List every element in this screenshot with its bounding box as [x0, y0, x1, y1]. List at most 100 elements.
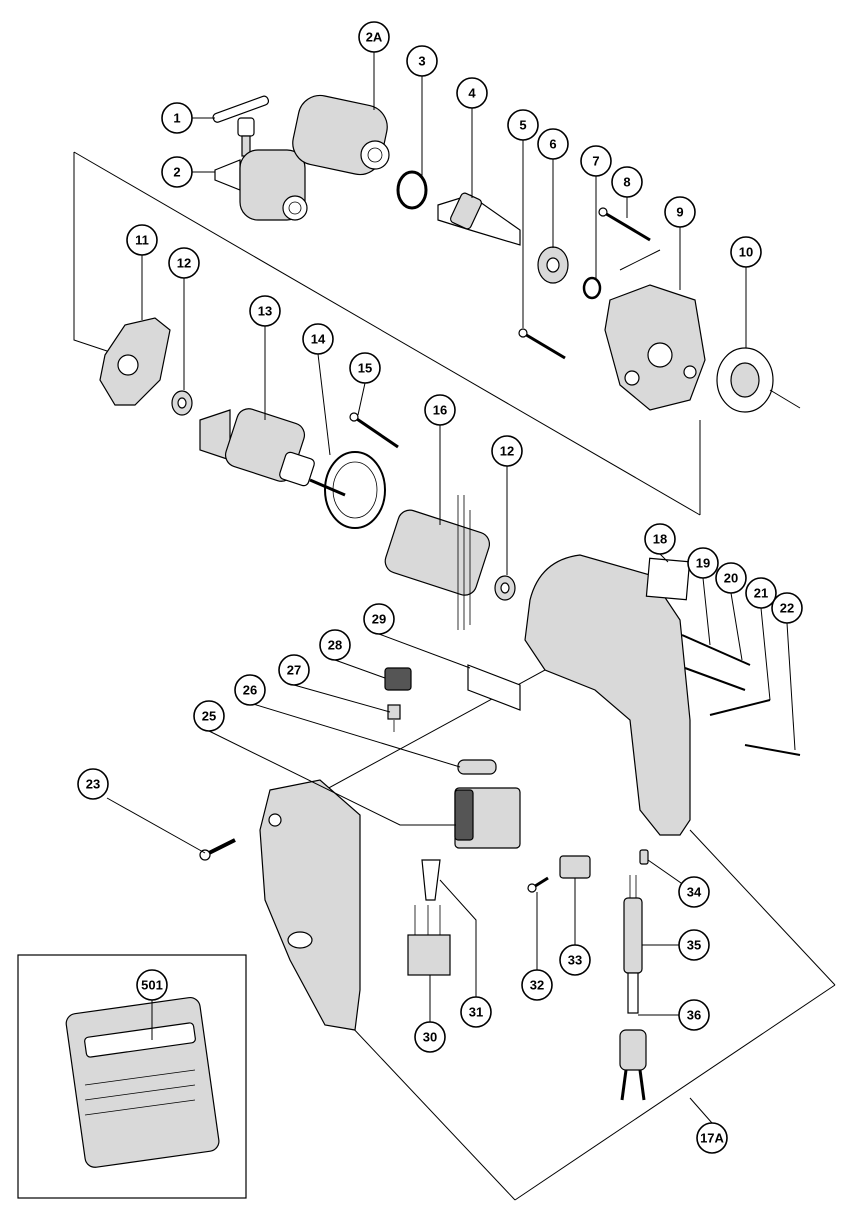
- callout-label: 27: [287, 663, 301, 678]
- callout-label: 36: [687, 1008, 701, 1023]
- bearing-front: [537, 246, 569, 284]
- callout-label: 20: [724, 571, 738, 586]
- tapping-screw-long: [598, 207, 651, 242]
- callout-32: 32: [521, 969, 553, 1001]
- callout-label: 7: [592, 154, 599, 169]
- callout-label: 29: [372, 612, 386, 627]
- tapping-screw-handle: [199, 838, 236, 861]
- callout-28: 28: [319, 629, 351, 661]
- callout-label: 18: [653, 532, 667, 547]
- cord-plug: [619, 972, 647, 1101]
- callout-2a: 2A: [358, 21, 390, 53]
- stator: [384, 495, 491, 630]
- callout-label: 19: [696, 556, 710, 571]
- callout-30: 30: [414, 1021, 446, 1053]
- callout-label: 1: [173, 111, 180, 126]
- callout-17a: 17A: [696, 1122, 728, 1154]
- ball-bearing-rear: [171, 390, 193, 416]
- carbon-brush-holder: [384, 667, 412, 691]
- gear-cover: [604, 284, 706, 411]
- spindle: [437, 192, 521, 246]
- retaining-ring: [396, 170, 428, 210]
- carbon-brush: [387, 704, 401, 732]
- callout-35: 35: [678, 929, 710, 961]
- callout-label: 21: [754, 586, 768, 601]
- callout-501: 501: [136, 969, 168, 1001]
- callout-label: 13: [258, 304, 272, 319]
- ball-bearing-stator: [494, 575, 516, 601]
- callout-20: 20: [715, 562, 747, 594]
- callout-27: 27: [278, 654, 310, 686]
- callout-22: 22: [771, 592, 803, 624]
- tapping-screw-stator: [349, 412, 399, 449]
- callout-5: 5: [507, 109, 539, 141]
- switch: [454, 787, 521, 849]
- armature: [199, 408, 346, 497]
- callout-29: 29: [363, 603, 395, 635]
- callout-label: 12: [177, 256, 191, 271]
- callout-label: 11: [135, 233, 149, 248]
- callout-label: 25: [202, 709, 216, 724]
- callout-label: 3: [418, 54, 425, 69]
- callout-34: 34: [678, 876, 710, 908]
- callout-label: 17A: [700, 1131, 724, 1146]
- callout-label: 30: [423, 1030, 437, 1045]
- callout-16: 16: [424, 394, 456, 426]
- callout-14: 14: [302, 323, 334, 355]
- callout-12-front: 12: [491, 435, 523, 467]
- tapping-screw-cord-clip: [527, 876, 549, 893]
- connector: [421, 859, 441, 901]
- callout-6: 6: [537, 128, 569, 160]
- callout-label: 6: [549, 137, 556, 152]
- callout-label: 14: [311, 332, 326, 347]
- name-plate: [645, 557, 691, 601]
- callout-label: 22: [780, 601, 794, 616]
- callout-label: 501: [141, 978, 163, 993]
- callout-10: 10: [730, 236, 762, 268]
- callout-label: 31: [469, 1005, 483, 1020]
- callout-label: 35: [687, 938, 701, 953]
- noise-suppressor: [407, 905, 451, 976]
- callout-12-rear: 12: [168, 247, 200, 279]
- label-plate: [467, 664, 521, 711]
- internal-wires: [681, 634, 801, 756]
- drill-chuck: [214, 149, 308, 221]
- callout-11: 11: [126, 224, 158, 256]
- switch-lever: [457, 759, 497, 775]
- callout-4: 4: [456, 77, 488, 109]
- callout-31: 31: [460, 996, 492, 1028]
- callout-15: 15: [349, 352, 381, 384]
- callout-25: 25: [193, 700, 225, 732]
- callout-label: 4: [468, 86, 476, 101]
- callout-3: 3: [406, 45, 438, 77]
- callout-1: 1: [161, 102, 193, 134]
- callout-label: 32: [530, 978, 544, 993]
- callout-label: 15: [358, 361, 372, 376]
- callout-label: 34: [687, 885, 702, 900]
- callout-36: 36: [678, 999, 710, 1031]
- callout-9: 9: [664, 196, 696, 228]
- cord-armor: [623, 875, 643, 974]
- tapping-screw-short: [518, 328, 566, 360]
- callout-13: 13: [249, 295, 281, 327]
- callout-33: 33: [559, 944, 591, 976]
- callout-leaders: [106, 52, 796, 1040]
- callout-label: 23: [86, 777, 100, 792]
- housing: [524, 554, 691, 836]
- callout-8: 8: [611, 166, 643, 198]
- callout-label: 16: [433, 403, 447, 418]
- callout-label: 2: [173, 165, 180, 180]
- cord-armor-tip: [639, 849, 649, 865]
- small-retaining-ring: [582, 276, 602, 300]
- gear: [716, 347, 801, 413]
- callout-7: 7: [580, 145, 612, 177]
- callout-19: 19: [687, 547, 719, 579]
- callout-label: 8: [623, 175, 630, 190]
- callout-label: 5: [519, 118, 526, 133]
- fan-guide: [324, 451, 386, 529]
- keyless-chuck: [292, 94, 390, 176]
- callout-label: 9: [676, 205, 683, 220]
- gear-cover-rear: [99, 317, 171, 406]
- callout-label: 2A: [366, 30, 383, 45]
- callout-23: 23: [77, 768, 109, 800]
